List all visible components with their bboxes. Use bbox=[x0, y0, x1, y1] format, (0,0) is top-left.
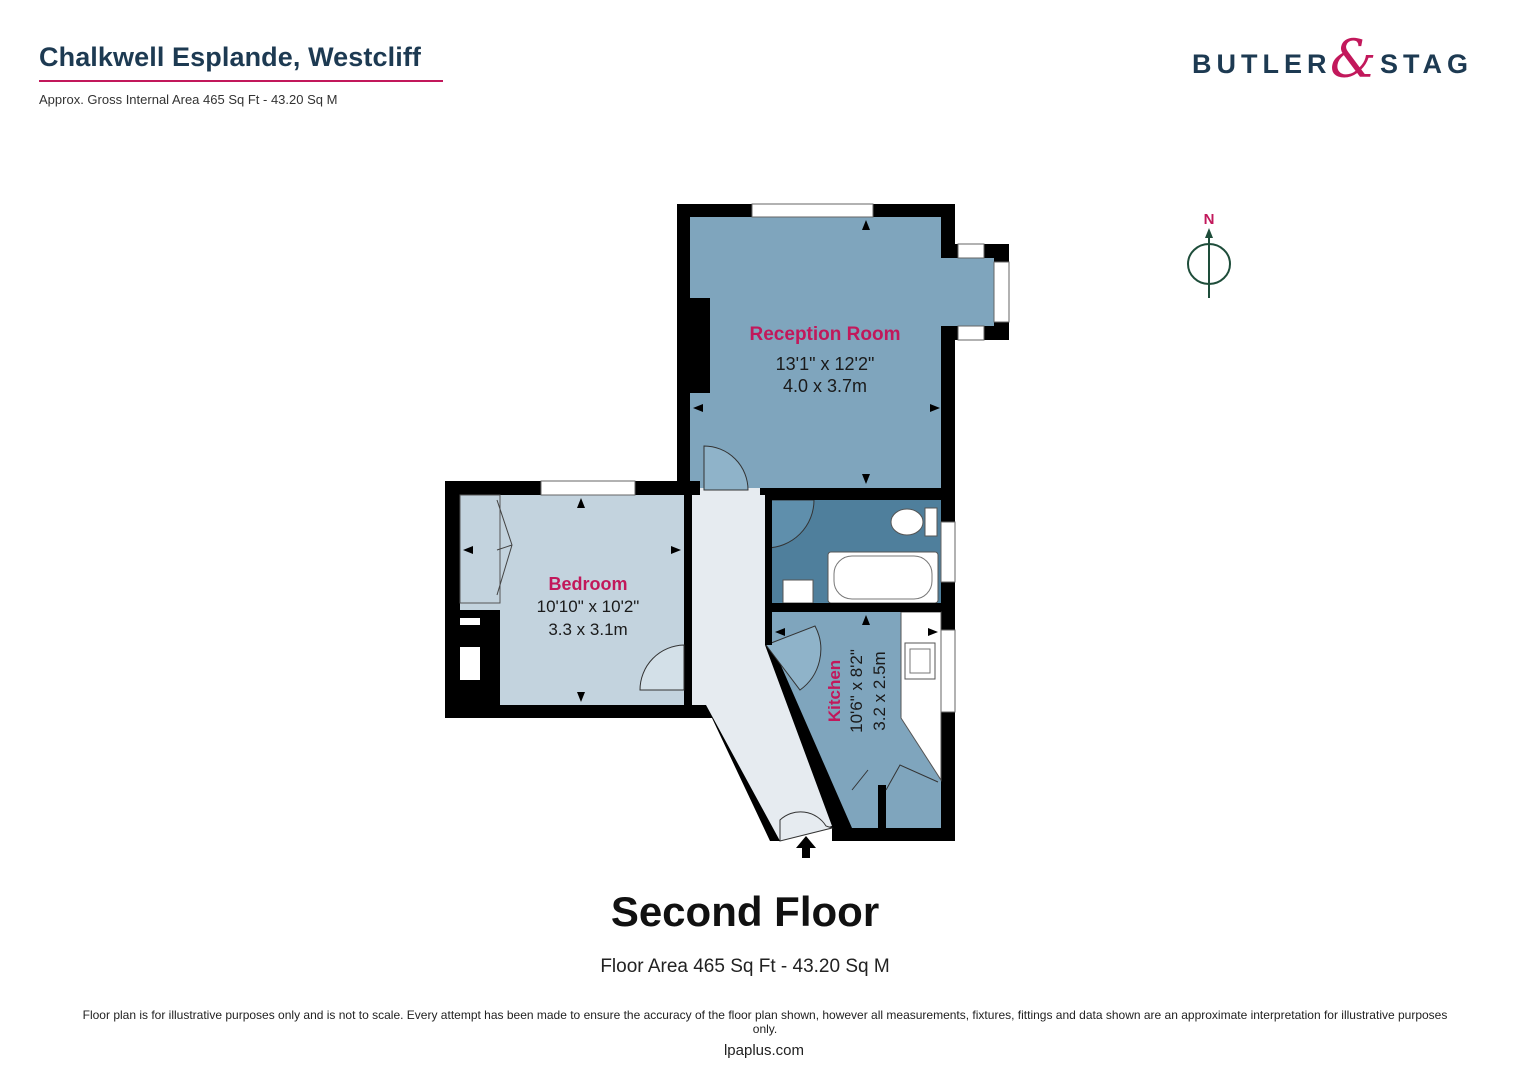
bedroom-metric: 3.3 x 3.1m bbox=[548, 620, 627, 639]
compass-north-label: N bbox=[1204, 211, 1215, 228]
floor-title: Second Floor bbox=[610, 888, 880, 935]
hallway-area bbox=[692, 495, 832, 841]
kitchen-door-swing bbox=[765, 625, 822, 691]
gross-area-subtitle: Approx. Gross Internal Area 465 Sq Ft - … bbox=[39, 92, 338, 107]
wall-reception-bedroom bbox=[677, 481, 700, 495]
bay-window-side bbox=[993, 261, 1010, 323]
logo-ampersand: & bbox=[1330, 30, 1377, 90]
footer-site-link[interactable]: lpaplus.com bbox=[723, 1042, 805, 1059]
reception-room-imperial: 13'1" x 12'2" bbox=[776, 354, 875, 374]
entrance-door-swing bbox=[779, 811, 834, 842]
toilet-cistern bbox=[924, 507, 938, 537]
bay-window-bottom bbox=[957, 325, 985, 341]
kitchen-window bbox=[940, 629, 956, 713]
bay-window-recess bbox=[941, 258, 994, 326]
wall-bathroom-kitchen bbox=[772, 603, 941, 612]
toilet-icon bbox=[890, 508, 924, 536]
bedroom-chimney-block bbox=[455, 625, 480, 647]
wall-reception-bathroom bbox=[765, 488, 955, 500]
kitchen-cupboard-divider bbox=[878, 785, 886, 828]
kitchen-name: Kitchen bbox=[825, 660, 844, 722]
bathroom-window bbox=[940, 521, 956, 583]
reception-room-metric: 4.0 x 3.7m bbox=[783, 376, 867, 396]
compass: N bbox=[1187, 211, 1231, 298]
bedroom-imperial: 10'10" x 10'2" bbox=[537, 597, 640, 616]
kitchen-cupboard-doors bbox=[851, 764, 939, 791]
kitchen-sink-bowl bbox=[909, 648, 931, 674]
wall-hall-bathroom bbox=[765, 500, 772, 645]
disclaimer-text: Floor plan is for illustrative purposes … bbox=[82, 1008, 1448, 1036]
bathtub-inner bbox=[833, 555, 933, 600]
chimney-breast bbox=[690, 298, 710, 393]
title-underline bbox=[39, 80, 443, 82]
logo-word-right: STAG bbox=[1380, 49, 1473, 79]
bedroom-door-swing bbox=[639, 644, 685, 691]
hall-reception-opening bbox=[700, 488, 760, 495]
page-title: Chalkwell Esplande, Westcliff bbox=[39, 42, 422, 72]
wall-bedroom-hall bbox=[684, 495, 692, 705]
reception-window bbox=[751, 203, 874, 218]
reception-room-name: Reception Room bbox=[750, 324, 901, 345]
floor-area: Floor Area 465 Sq Ft - 43.20 Sq M bbox=[600, 956, 890, 977]
compass-arrowhead-icon bbox=[1205, 228, 1213, 238]
bay-window-top bbox=[957, 243, 985, 259]
bedroom-name: Bedroom bbox=[548, 574, 627, 594]
kitchen-imperial: 10'6" x 8'2" bbox=[847, 649, 866, 733]
bedroom-window bbox=[540, 480, 636, 496]
kitchen-metric: 3.2 x 2.5m bbox=[870, 651, 889, 730]
bedroom-area bbox=[460, 495, 684, 705]
reception-room-area bbox=[690, 217, 941, 488]
basin-icon bbox=[782, 579, 814, 604]
brand-logo: BUTLER & STAG bbox=[1192, 34, 1492, 92]
logo-word-left: BUTLER bbox=[1192, 49, 1332, 79]
dimension-markers bbox=[463, 220, 940, 702]
bedroom-chimney-block-2 bbox=[455, 680, 480, 705]
entrance-arrow-icon bbox=[796, 836, 816, 858]
reception-door-swing bbox=[703, 445, 749, 491]
wardrobe-doors bbox=[496, 499, 513, 596]
